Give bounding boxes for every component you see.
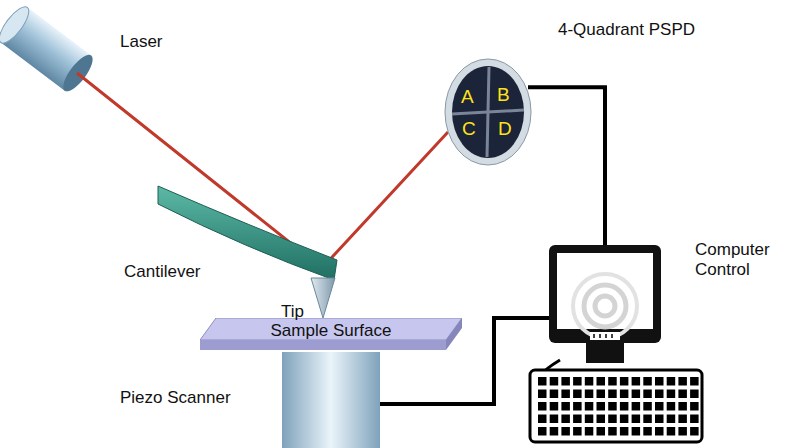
key — [538, 377, 547, 386]
key — [597, 377, 606, 386]
piezo-cylinder: Piezo Scanner — [282, 352, 380, 448]
key — [561, 415, 570, 424]
key — [632, 415, 641, 424]
key — [690, 427, 699, 436]
key — [597, 402, 606, 411]
key — [620, 402, 629, 411]
computer-monitor-shape — [548, 244, 662, 366]
scanner-label: Piezo Scanner — [120, 388, 231, 408]
key — [620, 377, 629, 386]
key — [632, 390, 641, 399]
key — [643, 415, 652, 424]
keyboard — [530, 370, 702, 442]
key — [608, 390, 617, 399]
key — [678, 390, 687, 399]
key — [561, 377, 570, 386]
key — [550, 390, 559, 399]
probe-tip — [311, 278, 335, 318]
quadrant-label: D — [498, 118, 512, 141]
key — [538, 427, 547, 436]
key — [538, 402, 547, 411]
computer-label: Computer Control — [695, 240, 779, 281]
key — [690, 377, 699, 386]
quadrant-label: A — [461, 86, 474, 109]
key — [643, 390, 652, 399]
key — [550, 415, 559, 424]
key — [632, 402, 641, 411]
photodetector-disc: 4-Quadrant PSPD — [444, 58, 532, 166]
key — [655, 377, 664, 386]
key — [667, 415, 676, 424]
quadrant-label: C — [462, 118, 476, 141]
key — [608, 402, 617, 411]
key — [643, 402, 652, 411]
key — [561, 402, 570, 411]
key — [585, 390, 594, 399]
key — [655, 390, 664, 399]
key — [632, 377, 641, 386]
key — [597, 427, 606, 436]
key — [643, 377, 652, 386]
part-label: Tip — [281, 302, 304, 322]
sample-slab: Sample Surface — [200, 318, 462, 350]
key — [573, 427, 582, 436]
key — [690, 415, 699, 424]
key — [678, 402, 687, 411]
signal-wire — [528, 87, 605, 245]
key — [620, 390, 629, 399]
key — [550, 427, 559, 436]
key — [678, 427, 687, 436]
key — [538, 390, 547, 399]
computer-monitor: Computer Control — [548, 244, 662, 366]
key — [667, 427, 676, 436]
key — [561, 390, 570, 399]
key — [608, 377, 617, 386]
key — [573, 415, 582, 424]
key — [655, 402, 664, 411]
key — [573, 377, 582, 386]
key — [550, 377, 559, 386]
sample-label: Sample Surface — [200, 321, 462, 341]
key — [632, 427, 641, 436]
key — [620, 427, 629, 436]
key — [585, 427, 594, 436]
detector-label: 4-Quadrant PSPD — [558, 20, 695, 40]
piezo-cylinder-shape — [282, 352, 380, 448]
key — [608, 415, 617, 424]
key — [655, 427, 664, 436]
key — [678, 415, 687, 424]
key — [643, 427, 652, 436]
key — [585, 377, 594, 386]
key — [597, 390, 606, 399]
key — [585, 415, 594, 424]
key — [655, 415, 664, 424]
key — [667, 377, 676, 386]
quadrant-label: B — [497, 84, 510, 107]
part-label: Cantilever — [124, 262, 201, 282]
key — [608, 427, 617, 436]
key — [573, 390, 582, 399]
laser-body — [0, 3, 98, 96]
photodetector-disc-shape — [444, 58, 532, 166]
key — [538, 415, 547, 424]
key — [585, 402, 594, 411]
key — [667, 402, 676, 411]
keyboard-keys — [538, 377, 699, 436]
key — [561, 427, 570, 436]
key — [690, 390, 699, 399]
key — [573, 402, 582, 411]
key — [620, 415, 629, 424]
key — [550, 402, 559, 411]
part-label: Laser — [120, 32, 163, 52]
key — [667, 390, 676, 399]
key — [690, 402, 699, 411]
key — [597, 415, 606, 424]
key — [678, 377, 687, 386]
